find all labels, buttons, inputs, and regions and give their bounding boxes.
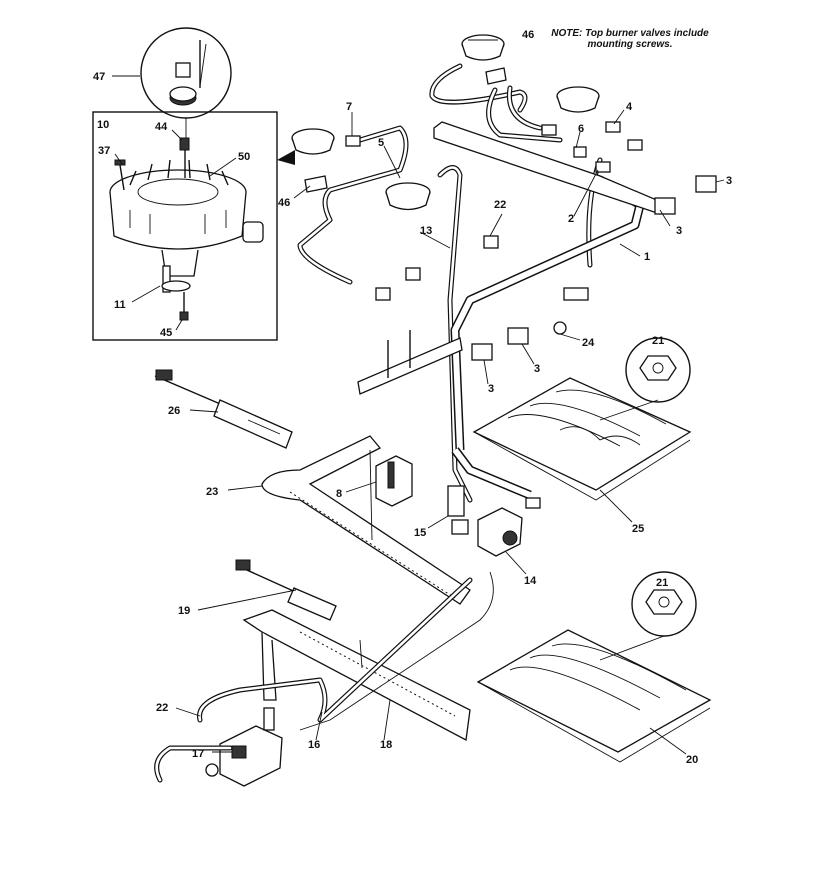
- burner-head-right: [556, 86, 600, 113]
- inset-circle-47: [140, 27, 232, 138]
- callout-3-lower-mid: 3: [534, 363, 540, 375]
- leader-lines: [112, 75, 725, 755]
- thermostat-17: [205, 707, 283, 787]
- callout-13: 13: [420, 225, 432, 237]
- burner-head-center: [385, 182, 431, 211]
- brackets: [304, 67, 667, 395]
- callout-25: 25: [632, 523, 644, 535]
- callout-46-top: 46: [522, 29, 534, 41]
- bake-burner-23: [261, 435, 471, 605]
- callout-8: 8: [336, 488, 342, 500]
- heat-shield-25: [472, 377, 692, 501]
- gas-tubing: [297, 63, 603, 503]
- callout-18: 18: [380, 739, 392, 751]
- heat-shield-20: [476, 629, 712, 763]
- callout-16: 16: [308, 739, 320, 751]
- callout-46-left: 46: [278, 197, 290, 209]
- callout-6: 6: [578, 123, 584, 135]
- callout-21-upper: 21: [652, 335, 664, 347]
- igniter-26: [154, 369, 293, 449]
- callout-45: 45: [160, 327, 172, 339]
- callout-17: 17: [192, 748, 204, 760]
- callout-labels: 47 10 44 37 50 11 45 7 5 46 46 13 22 6 4…: [93, 29, 732, 766]
- callout-20: 20: [686, 754, 698, 766]
- safety-valve-8: [375, 455, 413, 507]
- burner-head-left: [291, 128, 335, 155]
- inset-detail-box: [92, 111, 295, 341]
- callout-5: 5: [378, 137, 384, 149]
- igniter-19: [235, 559, 337, 621]
- callout-22-lower: 22: [156, 702, 168, 714]
- tubing-16-22: [154, 571, 494, 783]
- nut-circle-upper: [625, 337, 691, 403]
- callout-2: 2: [568, 213, 574, 225]
- burner-valves: [345, 121, 643, 335]
- callout-10: 10: [97, 119, 109, 131]
- callout-24: 24: [582, 337, 595, 349]
- callout-4: 4: [626, 101, 633, 113]
- callout-3-right: 3: [676, 225, 682, 237]
- callout-11: 11: [114, 299, 126, 311]
- callout-7: 7: [346, 101, 352, 113]
- mounting-plates: [471, 175, 717, 361]
- callout-19: 19: [178, 605, 190, 617]
- callout-26: 26: [168, 405, 180, 417]
- callout-47: 47: [93, 71, 105, 83]
- callout-15: 15: [414, 527, 426, 539]
- callout-23: 23: [206, 486, 218, 498]
- oven-burner-18: [242, 609, 471, 742]
- callout-14: 14: [524, 575, 537, 587]
- valve-14: [447, 485, 541, 557]
- callout-37: 37: [98, 145, 110, 157]
- callout-3-lower-left: 3: [488, 383, 494, 395]
- callout-1: 1: [644, 251, 650, 263]
- note-text: NOTE: Top burner valves include mounting…: [551, 28, 709, 50]
- callout-3-far-right: 3: [726, 175, 732, 187]
- callout-21-lower: 21: [656, 577, 668, 589]
- burner-head-top: [461, 34, 505, 61]
- callout-44: 44: [155, 121, 168, 133]
- callout-50: 50: [238, 151, 250, 163]
- callout-22-upper: 22: [494, 199, 506, 211]
